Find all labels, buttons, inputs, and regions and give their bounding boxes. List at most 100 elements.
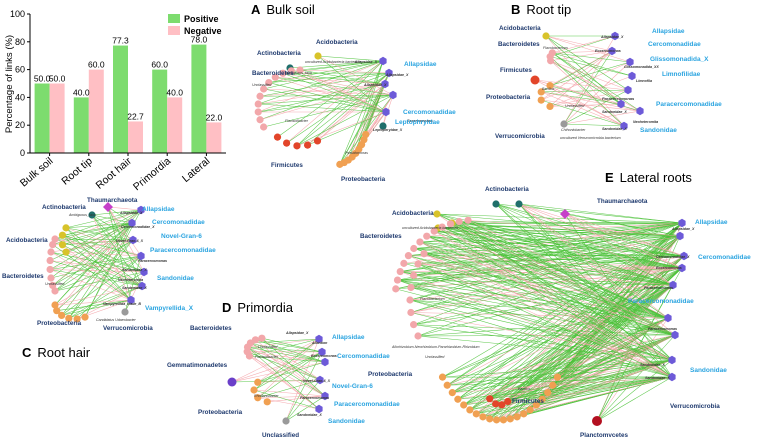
node-label: Cercomonadidae_X xyxy=(121,225,155,229)
node-D-fungi-16 xyxy=(321,391,329,401)
node-label: Paracercomonas xyxy=(648,327,677,331)
node-B-fungi-16 xyxy=(636,106,644,116)
group-label-bacteroidetes: Bacteroidetes xyxy=(360,233,402,240)
group-label-cercomonadidae: Cercomonadidae xyxy=(152,219,205,226)
negative-link xyxy=(317,55,394,96)
positive-link xyxy=(282,73,387,113)
negative-link xyxy=(275,76,386,85)
node-A-firmicutes-16 xyxy=(283,139,291,147)
group-label-thaumarchaeota: Thaumarchaeota xyxy=(87,197,138,204)
negative-link xyxy=(400,271,673,378)
negative-link xyxy=(423,253,673,361)
negative-link xyxy=(275,76,387,113)
node-label: Allorhizobium-Neorhizobium-Pararhizobium… xyxy=(391,345,479,349)
node-E-bacteroidetes-22 xyxy=(406,296,414,304)
positive-link xyxy=(54,239,134,292)
node-label: Unclassified xyxy=(425,355,445,359)
node-E-proteobacteria-32 xyxy=(526,406,534,414)
panel-c-name: Root hair xyxy=(37,345,91,360)
group-label-glissomonadida-x: Glissomonadida_X xyxy=(650,56,709,63)
positive-link xyxy=(596,334,676,422)
group-label-leptophryidae: Leptophryidae xyxy=(395,119,440,126)
negative-link xyxy=(552,50,613,54)
positive-link xyxy=(56,299,132,311)
negative-link xyxy=(403,222,683,264)
node-E-bacteroidetes-17 xyxy=(455,217,463,226)
positive-link xyxy=(436,213,674,286)
positive-link xyxy=(467,220,674,286)
node-label: Ambiguous_taxa xyxy=(68,213,96,217)
positive-link xyxy=(417,263,673,361)
positive-link xyxy=(457,317,669,400)
node-label: Neoheteromita xyxy=(118,278,143,282)
negative-link xyxy=(343,72,390,163)
panel-e-name: Lateral roots xyxy=(619,170,692,185)
negative-link xyxy=(545,35,631,63)
y-tick-label: 100 xyxy=(10,9,25,19)
bar-value-label: 60.0 xyxy=(88,60,105,70)
panel-a-name: Bulk soil xyxy=(266,2,315,17)
node-label: Neoheteromita xyxy=(633,120,658,124)
negative-link xyxy=(263,88,394,96)
node-C-proteobacteria-19 xyxy=(51,301,59,309)
positive-link xyxy=(317,55,387,113)
positive-link xyxy=(518,203,673,378)
positive-link xyxy=(417,263,673,378)
node-E-proteobacteria-44 xyxy=(448,389,456,397)
positive-link xyxy=(442,226,681,237)
negative-link xyxy=(231,361,326,383)
node-label: Eocercomonas xyxy=(311,354,337,358)
node-label: Chthoniobacter xyxy=(561,128,586,132)
bar-negative-root-hair xyxy=(128,121,143,153)
node-C-acidobacteria-2 xyxy=(62,248,70,256)
node-C-proteobacteria-15 xyxy=(73,315,81,323)
node-B-proteobacteria-7 xyxy=(537,88,545,96)
positive-link xyxy=(518,203,683,224)
negative-link xyxy=(545,35,613,52)
panel-b-letter: B xyxy=(511,2,521,17)
node-B-fungi-10 xyxy=(611,31,619,41)
negative-link xyxy=(54,285,143,306)
positive-link xyxy=(275,76,394,96)
node-B-fungi-12 xyxy=(626,57,634,67)
negative-link xyxy=(550,60,641,112)
node-E-bacteroidetes-11 xyxy=(410,244,418,253)
group-label-verrucomicrobia: Verrucomicrobia xyxy=(670,403,720,410)
node-label: Allapsidae_X xyxy=(671,227,695,231)
node-A-firmicutes-14 xyxy=(303,141,312,149)
positive-link xyxy=(447,376,673,386)
group-label-sandonidae: Sandonidae xyxy=(690,367,727,374)
node-C-proteobacteria-14 xyxy=(81,313,89,321)
node-E-firmicutes-49 xyxy=(492,400,500,408)
node-label: Eocercomonas xyxy=(595,49,621,53)
bar-value-label: 22.7 xyxy=(127,111,144,121)
positive-link xyxy=(54,222,133,292)
negative-link xyxy=(267,395,326,403)
node-C-proteobacteria-16 xyxy=(65,314,73,322)
negative-link xyxy=(518,203,674,286)
node-D-fungi-14 xyxy=(321,357,329,367)
group-label-actinobacteria: Actinobacteria xyxy=(485,186,529,193)
bar-value-label: 78.0 xyxy=(191,35,208,45)
y-tick-label: 20 xyxy=(15,120,25,130)
group-label-firmicutes: Firmicutes xyxy=(271,162,303,169)
negative-link xyxy=(541,91,625,127)
node-E-bacteroidetes-25 xyxy=(414,260,422,268)
node-A-actinobacteria-32 xyxy=(379,122,387,130)
node-B-fungi-15 xyxy=(617,99,625,109)
node-E-firmicutes-47 xyxy=(504,397,512,406)
positive-link xyxy=(62,234,145,273)
negative-link xyxy=(247,346,321,381)
group-label-paracercomonadidae: Paracercomonadidae xyxy=(334,401,400,408)
negative-link xyxy=(231,351,323,383)
node-E-proteobacteria-38 xyxy=(486,415,494,423)
negative-link xyxy=(91,214,132,301)
node-C-fungi-26 xyxy=(138,281,146,291)
node-label: Sandonidae_X xyxy=(122,268,147,272)
group-label-sandonidae: Sandonidae xyxy=(328,418,365,425)
node-label: Novel-Gran-6_X xyxy=(303,379,331,383)
node-A-bacteroidetes-6 xyxy=(256,92,264,100)
